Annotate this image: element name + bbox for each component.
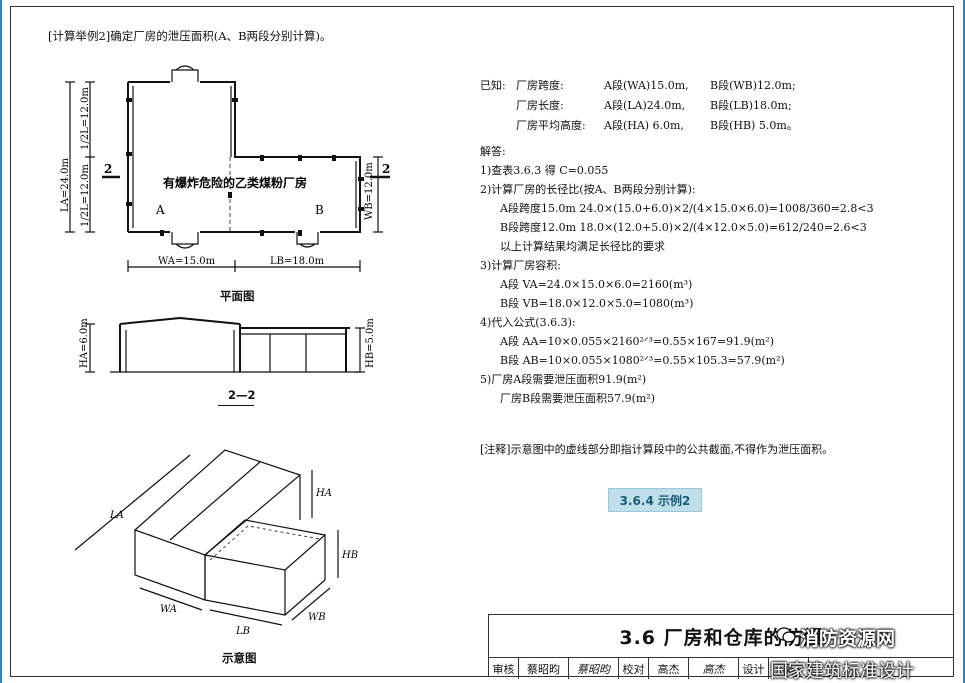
tb-cell: 校对 — [619, 658, 649, 679]
plan-label-b: B — [315, 203, 324, 217]
iso-la: LA — [109, 510, 124, 521]
solution-line: 4)代入公式(3.6.3): — [480, 316, 576, 329]
tb-cell: 高杰 — [649, 658, 689, 679]
known-a: A段(HA) 6.0m, — [604, 119, 684, 132]
title-block-signatures: 审核 蔡昭昀 蔡昭昀 校对 高杰 高杰 设计 吴 — [489, 657, 954, 679]
solution-line: 1)查表3.6.3 得 C=0.055 — [480, 164, 609, 177]
example-heading: [计算举例2]确定厂房的泄压面积(A、B两段分别计算)。 — [48, 29, 332, 43]
plan-label-a: A — [155, 203, 165, 217]
tb-cell: 设计 — [739, 658, 769, 679]
known-b: B段(HB) 5.0m。 — [710, 119, 798, 132]
plan-dim-half-top: 1/2L=12.0m — [80, 87, 91, 150]
known-b: B段(LB)18.0m; — [710, 99, 792, 112]
iso-drawing: LA HA HB WA LB WB — [74, 449, 358, 637]
known-row: 已知: 厂房跨度: A段(WA)15.0m, B段(WB)12.0m; — [480, 76, 798, 96]
solution-line: A段 AA=10×0.055×2160²ᐟ³=0.55×167=91.9(m²) — [500, 335, 774, 348]
solution-line: 厂房B段需要泄压面积57.9(m²) — [500, 392, 655, 405]
iso-hb: HB — [341, 550, 358, 561]
section-dim-ha: HA=6.0m — [79, 318, 90, 368]
solution-block: 解答: 1)查表3.6.3 得 C=0.055 2)计算厂房的长径比(按A、B两… — [480, 142, 874, 408]
known-row: 厂房平均高度: A段(HA) 6.0m, B段(HB) 5.0m。 — [480, 116, 798, 136]
tb-cell: 高杰 — [689, 658, 739, 679]
watermark-line1: 消防资源网 — [800, 628, 896, 650]
solution-line: 3)计算厂房容积: — [480, 259, 561, 272]
section-drawing: HA=6.0m HB=5.0m — [79, 316, 376, 373]
solution-line: B段 VB=18.0×12.0×5.0=1080(m³) — [500, 297, 694, 310]
known-b: B段(WB)12.0m; — [710, 79, 796, 92]
tb-cell: 审核 — [489, 658, 519, 679]
iso-lb: LB — [235, 626, 250, 637]
section-title-underline — [218, 405, 254, 406]
watermark-line2: 国家建筑标准设计 — [770, 661, 914, 682]
wechat-icon — [776, 627, 796, 643]
plan-section-mark-right: 2 — [382, 162, 390, 176]
known-name: 厂房长度: — [516, 99, 564, 112]
solution-line: A段 VA=24.0×15.0×6.0=2160(m³) — [500, 278, 693, 291]
plan-dim-wb: WB=12.0m — [364, 162, 375, 220]
plan-dim-lb: LB=18.0m — [270, 256, 325, 267]
title-block-title: 3.6 厂房和仓库的防爆 — [619, 626, 824, 649]
known-name: 厂房跨度: — [516, 79, 564, 92]
iso-wb: WB — [308, 612, 326, 623]
solution-line: B段 AB=10×0.055×1080²ᐟ³=0.55×105.3=57.9(m… — [500, 354, 785, 367]
solution-line: A段跨度15.0m 24.0×(15.0+6.0)×2/(4×15.0×6.0)… — [500, 202, 874, 215]
note-text: [注释]示意图中的虚线部分即指计算段中的公共截面,不得作为泄压面积。 — [480, 443, 834, 456]
known-a: A段(LA)24.0m, — [604, 99, 686, 112]
known-prefix: 已知: — [480, 79, 506, 92]
section-badge: 3.6.4 示例2 — [608, 488, 702, 512]
known-data: 已知: 厂房跨度: A段(WA)15.0m, B段(WB)12.0m; 厂房长度… — [480, 76, 798, 136]
tb-cell: 蔡昭昀 — [519, 658, 569, 679]
section-dim-hb: HB=5.0m — [365, 318, 376, 368]
known-a: A段(WA)15.0m, — [604, 79, 689, 92]
solution-label: 解答: — [480, 145, 506, 158]
known-row: 厂房长度: A段(LA)24.0m, B段(LB)18.0m; — [480, 96, 798, 116]
plan-section-mark-left: 2 — [104, 162, 112, 176]
plan-title: 平面图 — [220, 289, 255, 303]
tb-cell: 吴 — [769, 658, 809, 679]
plan-dim-half-bottom: 1/2L=12.0m — [80, 164, 91, 227]
iso-ha: HA — [315, 488, 332, 499]
left-edge-bar — [0, 0, 2, 683]
iso-title: 示意图 — [222, 651, 257, 665]
plan-room-label: 有爆炸危险的乙类煤粉厂房 — [163, 175, 307, 190]
solution-line: 以上计算结果均满足长径比的要求 — [500, 240, 665, 253]
page-frame — [10, 6, 954, 677]
plan-dim-wa: WA=15.0m — [158, 256, 216, 267]
right-edge-bar — [963, 0, 965, 683]
solution-line: 5)厂房A段需要泄压面积91.9(m²) — [480, 373, 647, 386]
solution-line: 2)计算厂房的长径比(按A、B两段分别计算): — [480, 183, 696, 196]
iso-wa: WA — [160, 604, 177, 615]
plan-drawing: LA=24.0m 1/2L=12.0m 1/2L=12.0m WB=12.0m … — [60, 65, 390, 272]
solution-line: B段跨度12.0m 18.0×(12.0+5.0)×2/(4×12.0×5.0)… — [500, 221, 867, 234]
plan-dim-la: LA=24.0m — [60, 157, 71, 212]
known-name: 厂房平均高度: — [516, 119, 586, 132]
tb-cell: 蔡昭昀 — [569, 658, 619, 679]
section-title: 2—2 — [228, 388, 256, 402]
title-block: 3.6 厂房和仓库的防爆 审核 蔡昭昀 蔡昭昀 校对 高杰 高杰 设计 吴 — [488, 614, 954, 679]
